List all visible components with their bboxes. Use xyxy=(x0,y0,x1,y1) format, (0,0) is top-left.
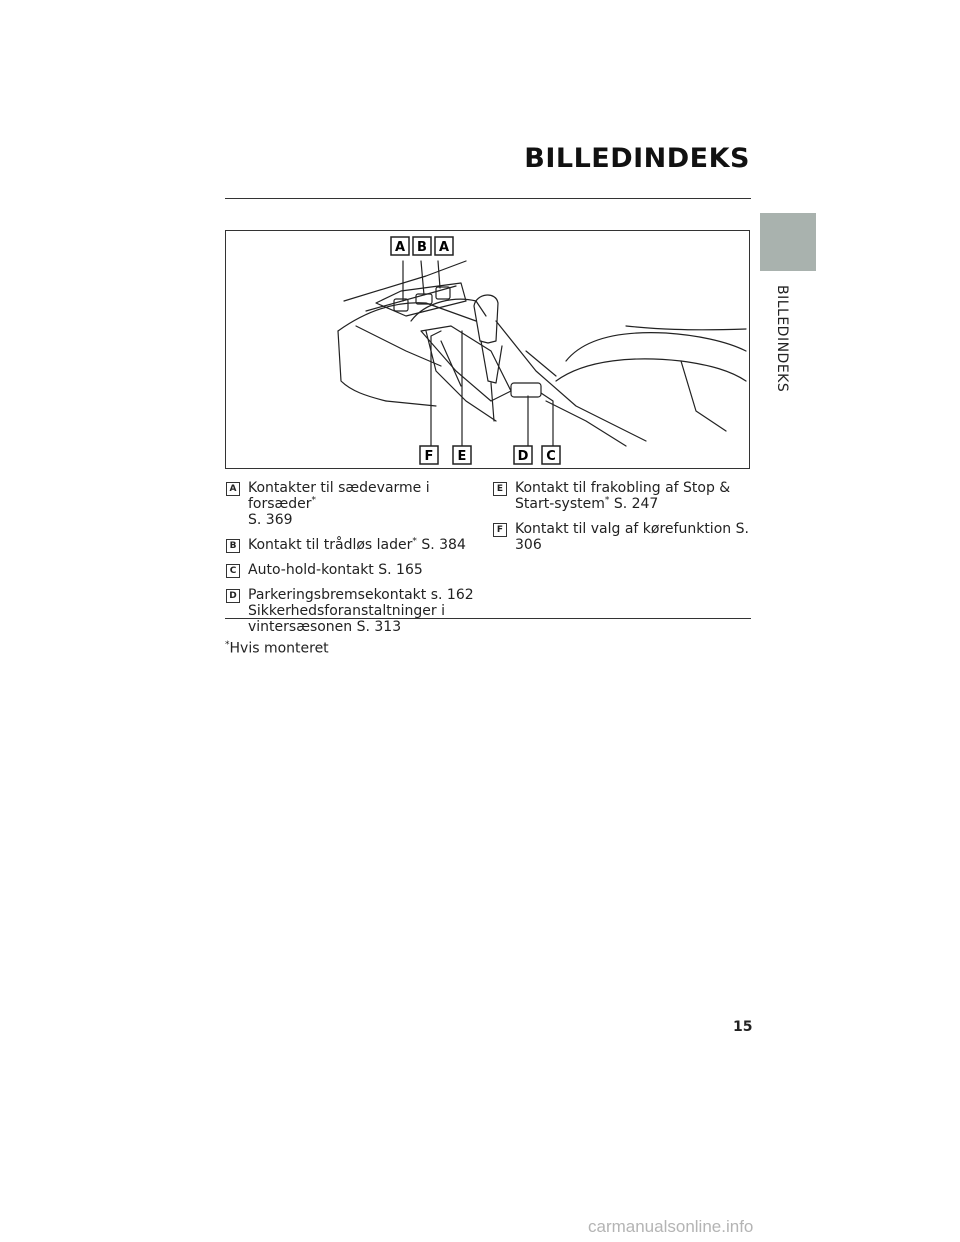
legend-item-a: A Kontakter til sædevarme i forsæder* S.… xyxy=(225,480,480,528)
callout-e: E xyxy=(458,449,467,464)
page-title: BILLEDINDEKS xyxy=(524,143,750,174)
legend-item-d: D Parkeringsbremsekontakt s. 162 Sikkerh… xyxy=(225,587,480,635)
footnote-mark: * xyxy=(225,640,230,650)
callout-a-right: A xyxy=(439,240,449,255)
legend-ref-a: S. 369 xyxy=(248,512,293,528)
badge-e: E xyxy=(493,482,507,496)
callout-f: F xyxy=(425,449,434,464)
callout-a-left: A xyxy=(395,240,405,255)
legend-text-f: Kontakt til valg af kørefunktion S. 306 xyxy=(515,521,749,553)
badge-f: F xyxy=(493,523,507,537)
footer-divider xyxy=(225,618,751,619)
legend-text-a: Kontakter til sædevarme i forsæder xyxy=(248,480,430,512)
legend-column-right: E Kontakt til frakobling af Stop & Start… xyxy=(492,480,752,562)
badge-a: A xyxy=(226,482,240,496)
legend-text-d-3: vintersæsonen S. 313 xyxy=(248,619,402,635)
legend-item-b: B Kontakt til trådløs lader* S. 384 xyxy=(225,537,480,553)
section-tab xyxy=(760,213,816,271)
badge-d: D xyxy=(226,589,240,603)
seat-heater-switch-left xyxy=(393,298,409,312)
footnote-text: Hvis monteret xyxy=(229,640,329,657)
legend-text-b: Kontakt til trådløs lader xyxy=(248,537,413,553)
parking-brake-switch xyxy=(510,382,542,398)
legend-column-left: A Kontakter til sædevarme i forsæder* S.… xyxy=(225,480,480,644)
legend-item-e: E Kontakt til frakobling af Stop & Start… xyxy=(492,480,752,512)
legend-text-c: Auto-hold-kontakt S. 165 xyxy=(248,562,423,578)
header-divider xyxy=(225,198,751,199)
center-console-drawing: A B A F E D C xyxy=(337,236,747,465)
asterisk-mark: * xyxy=(311,495,317,506)
callout-b: B xyxy=(417,240,427,255)
legend-text-d-1: Parkeringsbremsekontakt s. 162 xyxy=(248,587,474,603)
seat-heater-switch-right xyxy=(435,286,451,300)
asterisk-mark: * xyxy=(604,495,610,506)
legend-ref-b: S. 384 xyxy=(416,537,466,553)
legend-text-e-1: Kontakt til frakobling af Stop & xyxy=(515,480,731,496)
console-illustration: A B A F E D C xyxy=(225,230,750,469)
callout-d: D xyxy=(518,449,529,464)
asterisk-mark: * xyxy=(412,536,417,547)
legend-item-c: C Auto-hold-kontakt S. 165 xyxy=(225,562,480,578)
page-number: 15 xyxy=(733,1019,753,1035)
badge-c: C xyxy=(226,564,240,578)
legend-ref-e: S. 247 xyxy=(609,496,659,512)
section-tab-label: BILLEDINDEKS xyxy=(774,285,790,393)
badge-b: B xyxy=(226,539,240,553)
watermark: carmanualsonline.info xyxy=(588,1217,754,1236)
legend-text-d-2: Sikkerhedsforanstaltninger i xyxy=(248,603,445,619)
footnote: *Hvis monteret xyxy=(225,640,329,657)
callout-c: C xyxy=(546,449,556,464)
legend-item-f: F Kontakt til valg af kørefunktion S. 30… xyxy=(492,521,752,553)
legend-text-e-2: Start-system xyxy=(515,496,605,512)
